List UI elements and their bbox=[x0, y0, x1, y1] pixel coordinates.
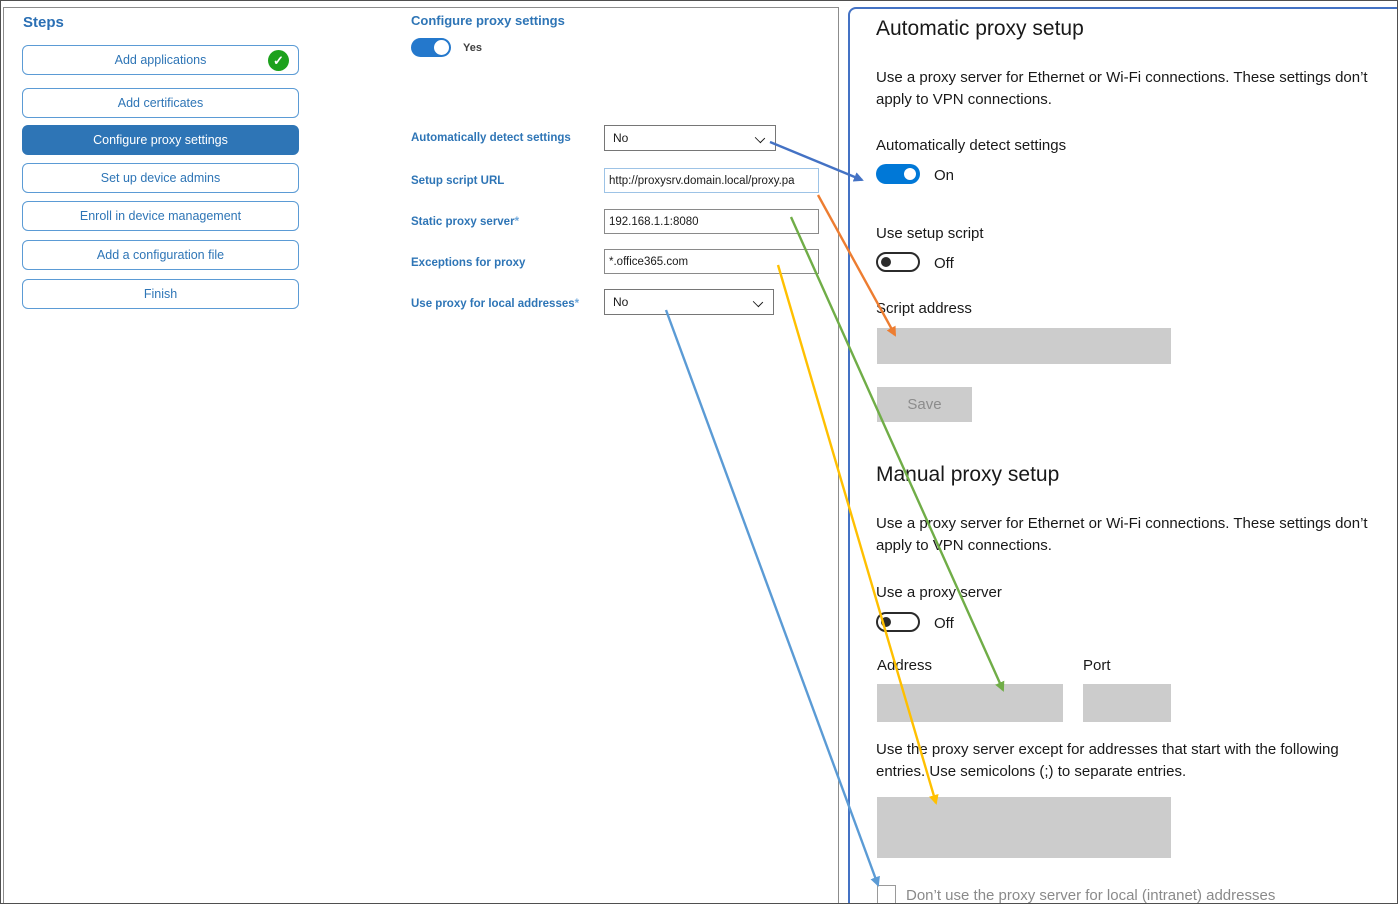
field-label-setup-script-url: Setup script URL bbox=[411, 175, 505, 187]
proxy-exceptions-description: Use the proxy server except for addresse… bbox=[876, 741, 1339, 780]
step-label: Add applications bbox=[114, 53, 207, 67]
required-mark: * bbox=[514, 216, 520, 228]
input-value: 192.168.1.1:8080 bbox=[609, 215, 699, 228]
manual-proxy-setup-heading: Manual proxy setup bbox=[876, 463, 1060, 486]
proxy-port-input[interactable] bbox=[1083, 684, 1171, 722]
step-label: Add a configuration file bbox=[96, 248, 225, 262]
step-label: Configure proxy settings bbox=[93, 133, 228, 147]
sidebar-item-add-a-configuration-file[interactable]: Add a configuration file bbox=[22, 240, 299, 270]
input-value: http://proxysrv.domain.local/proxy.pa bbox=[609, 174, 795, 187]
automatic-proxy-description: Use a proxy server for Ethernet or Wi-Fi… bbox=[876, 69, 1368, 108]
required-mark: * bbox=[574, 298, 580, 310]
toggle-knob bbox=[434, 40, 449, 55]
use-setup-script-label: Use setup script bbox=[876, 225, 984, 242]
static-proxy-server-input[interactable]: 192.168.1.1:8080 bbox=[604, 209, 819, 234]
sidebar-item-enroll-in-device-management[interactable]: Enroll in device management bbox=[22, 201, 299, 231]
sidebar-item-add-applications[interactable]: Add applications ✓ bbox=[22, 45, 299, 75]
setup-script-url-input[interactable]: http://proxysrv.domain.local/proxy.pa bbox=[604, 168, 819, 193]
exceptions-for-proxy-input[interactable]: *.office365.com bbox=[604, 249, 819, 274]
address-label: Address bbox=[877, 657, 933, 674]
sidebar-item-add-certificates[interactable]: Add certificates bbox=[22, 88, 299, 118]
input-value: *.office365.com bbox=[609, 255, 689, 268]
chevron-down-icon bbox=[752, 296, 764, 308]
dropdown-value: No bbox=[613, 295, 629, 309]
toggle-knob bbox=[881, 257, 891, 267]
port-label: Port bbox=[1083, 657, 1111, 674]
script-address-label: Script address bbox=[876, 300, 972, 317]
page-title: Configure proxy settings bbox=[411, 13, 565, 28]
detect-settings-toggle[interactable] bbox=[876, 164, 920, 184]
field-label-use-proxy-for-local-addresses: Use proxy for local addresses* bbox=[411, 298, 580, 310]
script-address-input[interactable] bbox=[877, 328, 1171, 364]
use-setup-script-toggle-state: Off bbox=[934, 255, 954, 272]
proxy-exceptions-input[interactable] bbox=[877, 797, 1171, 858]
detect-settings-label: Automatically detect settings bbox=[876, 137, 1067, 154]
use-a-proxy-server-toggle-state: Off bbox=[934, 615, 954, 632]
automatically-detect-settings-dropdown[interactable]: No bbox=[604, 125, 776, 151]
step-label: Finish bbox=[143, 287, 178, 301]
use-a-proxy-server-label: Use a proxy server bbox=[876, 584, 1002, 601]
sidebar-item-set-up-device-admins[interactable]: Set up device admins bbox=[22, 163, 299, 193]
chevron-down-icon bbox=[754, 132, 766, 144]
toggle-knob bbox=[881, 617, 891, 627]
local-addresses-checkbox-label: Don’t use the proxy server for local (in… bbox=[906, 887, 1276, 904]
save-button[interactable]: Save bbox=[877, 387, 972, 422]
use-setup-script-toggle[interactable] bbox=[876, 252, 920, 272]
configure-proxy-toggle-state: Yes bbox=[463, 42, 482, 54]
sidebar-item-finish[interactable]: Finish bbox=[22, 279, 299, 309]
proxy-address-input[interactable] bbox=[877, 684, 1063, 722]
step-label: Set up device admins bbox=[100, 171, 221, 185]
automatic-proxy-setup-heading: Automatic proxy setup bbox=[876, 17, 1084, 40]
manual-proxy-description: Use a proxy server for Ethernet or Wi-Fi… bbox=[876, 515, 1368, 554]
local-addresses-checkbox[interactable] bbox=[877, 885, 896, 903]
field-label-static-proxy-server: Static proxy server* bbox=[411, 216, 520, 228]
step-label: Enroll in device management bbox=[79, 209, 242, 223]
steps-heading: Steps bbox=[23, 14, 64, 31]
toggle-knob bbox=[904, 168, 916, 180]
configure-proxy-toggle[interactable] bbox=[411, 38, 451, 57]
dropdown-value: No bbox=[613, 131, 629, 145]
completed-check-icon: ✓ bbox=[268, 50, 289, 71]
step-label: Add certificates bbox=[117, 96, 204, 110]
field-label-exceptions-for-proxy: Exceptions for proxy bbox=[411, 257, 526, 269]
field-label-automatically-detect-settings: Automatically detect settings bbox=[411, 132, 571, 144]
detect-settings-toggle-state: On bbox=[934, 167, 955, 184]
use-proxy-for-local-addresses-dropdown[interactable]: No bbox=[604, 289, 774, 315]
sidebar-item-configure-proxy-settings[interactable]: Configure proxy settings bbox=[22, 125, 299, 155]
use-a-proxy-server-toggle[interactable] bbox=[876, 612, 920, 632]
